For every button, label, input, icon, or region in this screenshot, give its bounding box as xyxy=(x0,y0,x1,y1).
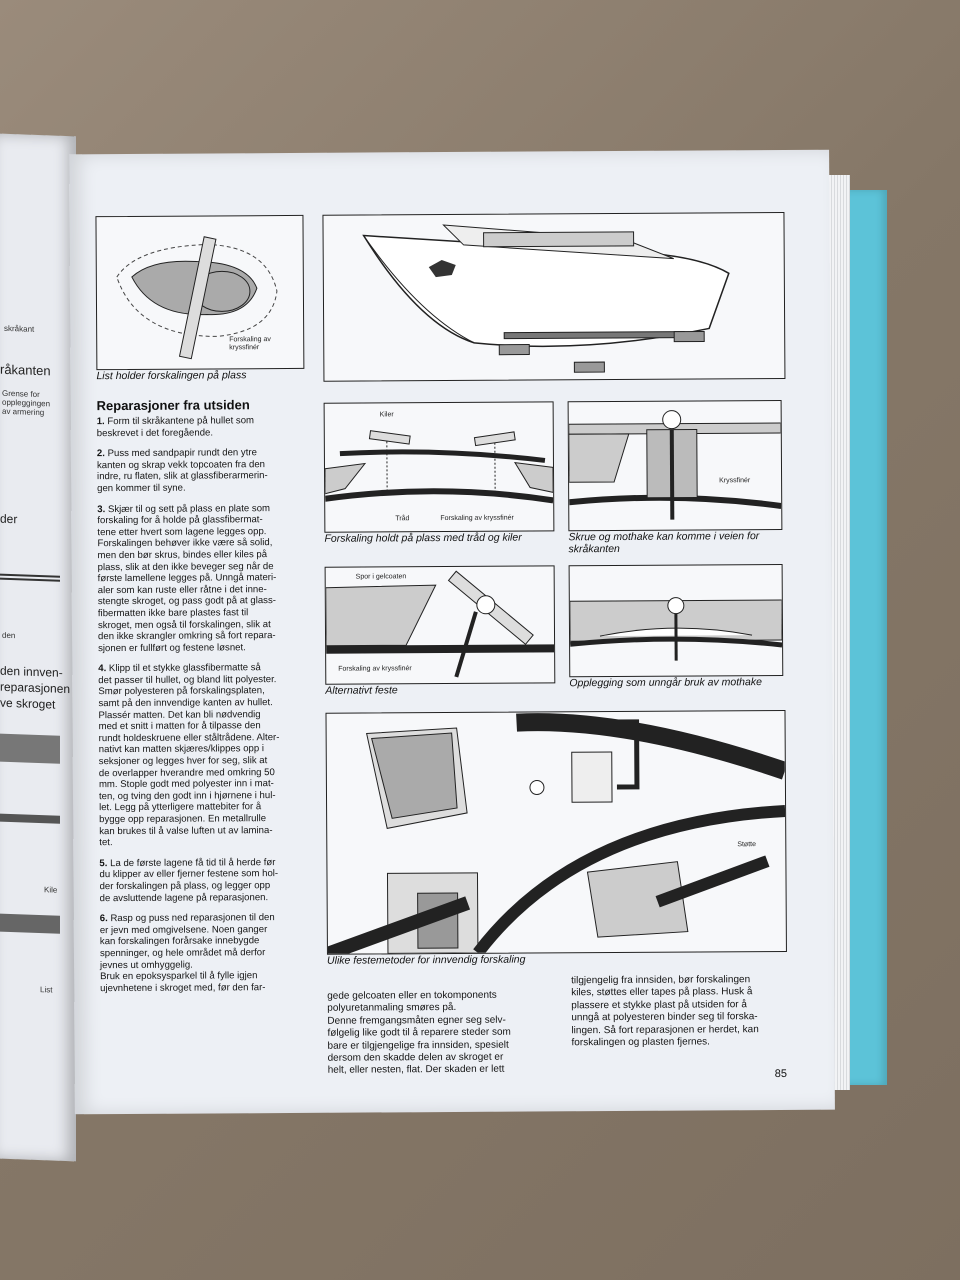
left-illustration-shape xyxy=(0,733,60,764)
article-paragraph: tilgjengelig fra innsiden, bør forskalin… xyxy=(571,974,759,1049)
item-number: 4. xyxy=(98,663,107,675)
boat-illustration xyxy=(362,224,730,373)
figure-thread-wedges: Kiler Tråd Forskaling av kryssfinér xyxy=(323,401,555,533)
left-small-label: skråkant xyxy=(4,323,35,334)
article-paragraph: 6. Rasp og puss ned reparasjonen til den… xyxy=(100,912,310,994)
book-page: Forskaling av kryssfinér List holder for… xyxy=(69,149,835,1115)
caption-layup: Opplegging som unngår bruk av mothake xyxy=(569,676,762,690)
article-column-1: 1. Form til skråkantene på hullet som be… xyxy=(97,415,311,1004)
item-text: Puss med sandpapir rundt den ytre kanten… xyxy=(96,447,268,495)
patch-illustration xyxy=(116,236,278,360)
label-forskaling: Forskaling av kryssfinér xyxy=(338,665,412,673)
left-small-label: List xyxy=(40,985,53,995)
label-forskaling: Forskaling av kryssfinér xyxy=(440,514,514,523)
item-text: Skjær til og sett på plass en plate som … xyxy=(97,502,277,654)
item-text: Form til skråkantene på hullet som beskr… xyxy=(96,415,255,439)
left-fragment: den xyxy=(2,630,16,641)
article-paragraph: 3. Skjær til og sett på plass en plate s… xyxy=(97,502,308,654)
left-fragment: ve skroget xyxy=(0,695,56,712)
caption-internal: Ulike festemetoder for innvendig forskal… xyxy=(326,953,526,967)
article-column-3: tilgjengelig fra innsiden, bør forskalin… xyxy=(571,974,787,1059)
item-number: 6. xyxy=(99,913,108,925)
left-fragment: der xyxy=(0,511,18,527)
left-illustration-line xyxy=(0,573,60,582)
item-number: 5. xyxy=(99,857,108,869)
figure-patch: Forskaling av kryssfinér xyxy=(95,214,305,371)
left-illustration-shape xyxy=(0,813,60,824)
left-small-label: Grense for oppleggingen av armering xyxy=(2,388,51,418)
article-paragraph: 2. Puss med sandpapir rundt den ytre kan… xyxy=(97,447,307,495)
book-cover-edge xyxy=(845,190,887,1085)
caption-screw: Skrue og mothake kan komme i veien for s… xyxy=(568,530,760,556)
figure-screw: Kryssfinér xyxy=(567,399,783,532)
figure-layup xyxy=(568,563,784,678)
label-trad: Tråd xyxy=(395,515,410,523)
label-stotte: Støtte xyxy=(737,841,757,849)
label-kryssfiner: Kryssfinér xyxy=(719,477,751,485)
left-fragment: den innven- xyxy=(0,663,63,680)
article-paragraph: gede gelcoaten eller en tokomponents pol… xyxy=(327,989,511,1077)
left-fragment: reparasjonen xyxy=(0,679,71,697)
left-small-label: Kile xyxy=(44,885,58,895)
figure-alternative: Spor i gelcoaten Forskaling av kryssfiné… xyxy=(324,565,556,685)
alternative-illustration xyxy=(325,570,555,678)
item-number: 2. xyxy=(96,448,105,460)
item-text: Rasp og puss ned reparasjonen til den er… xyxy=(99,912,275,994)
caption-patch: List holder forskalingen på plass xyxy=(96,369,247,383)
screw-illustration xyxy=(568,410,782,520)
article-paragraph: 5. La de første lagene få tid til å herd… xyxy=(99,857,309,905)
caption-alternative: Alternativt feste xyxy=(325,684,398,697)
layup-illustration xyxy=(569,597,783,661)
figure-boat xyxy=(322,211,786,382)
left-page: råkanten skråkant Grense for opplegginge… xyxy=(0,133,76,1162)
article-column-2: gede gelcoaten eller en tokomponents pol… xyxy=(327,989,553,1086)
label-spor: Spor i gelcoaten xyxy=(355,573,407,581)
label-forskaling: Forskaling av kryssfinér xyxy=(229,336,271,352)
thread-wedges-illustration xyxy=(324,430,554,504)
article-heading: Reparasjoner fra utsiden xyxy=(96,397,250,414)
item-number: 1. xyxy=(96,416,105,428)
page-number: 85 xyxy=(774,1067,787,1081)
article-paragraph: 4. Klipp til et stykke glassfibermatte s… xyxy=(98,662,309,849)
internal-illustration xyxy=(326,713,786,954)
label-kiler: Kiler xyxy=(379,411,394,419)
item-number: 3. xyxy=(97,503,106,515)
caption-thread-wedges: Forskaling holdt på plass med tråd og ki… xyxy=(324,531,522,545)
figure-internal: Støtte xyxy=(325,709,787,955)
item-text: Klipp til et stykke glassfibermatte så d… xyxy=(98,662,280,849)
item-text: La de første lagene få tid til å herde f… xyxy=(99,856,279,904)
left-illustration-shape xyxy=(0,913,60,934)
left-fragment: råkanten xyxy=(0,361,51,379)
article-paragraph: 1. Form til skråkantene på hullet som be… xyxy=(97,415,307,439)
